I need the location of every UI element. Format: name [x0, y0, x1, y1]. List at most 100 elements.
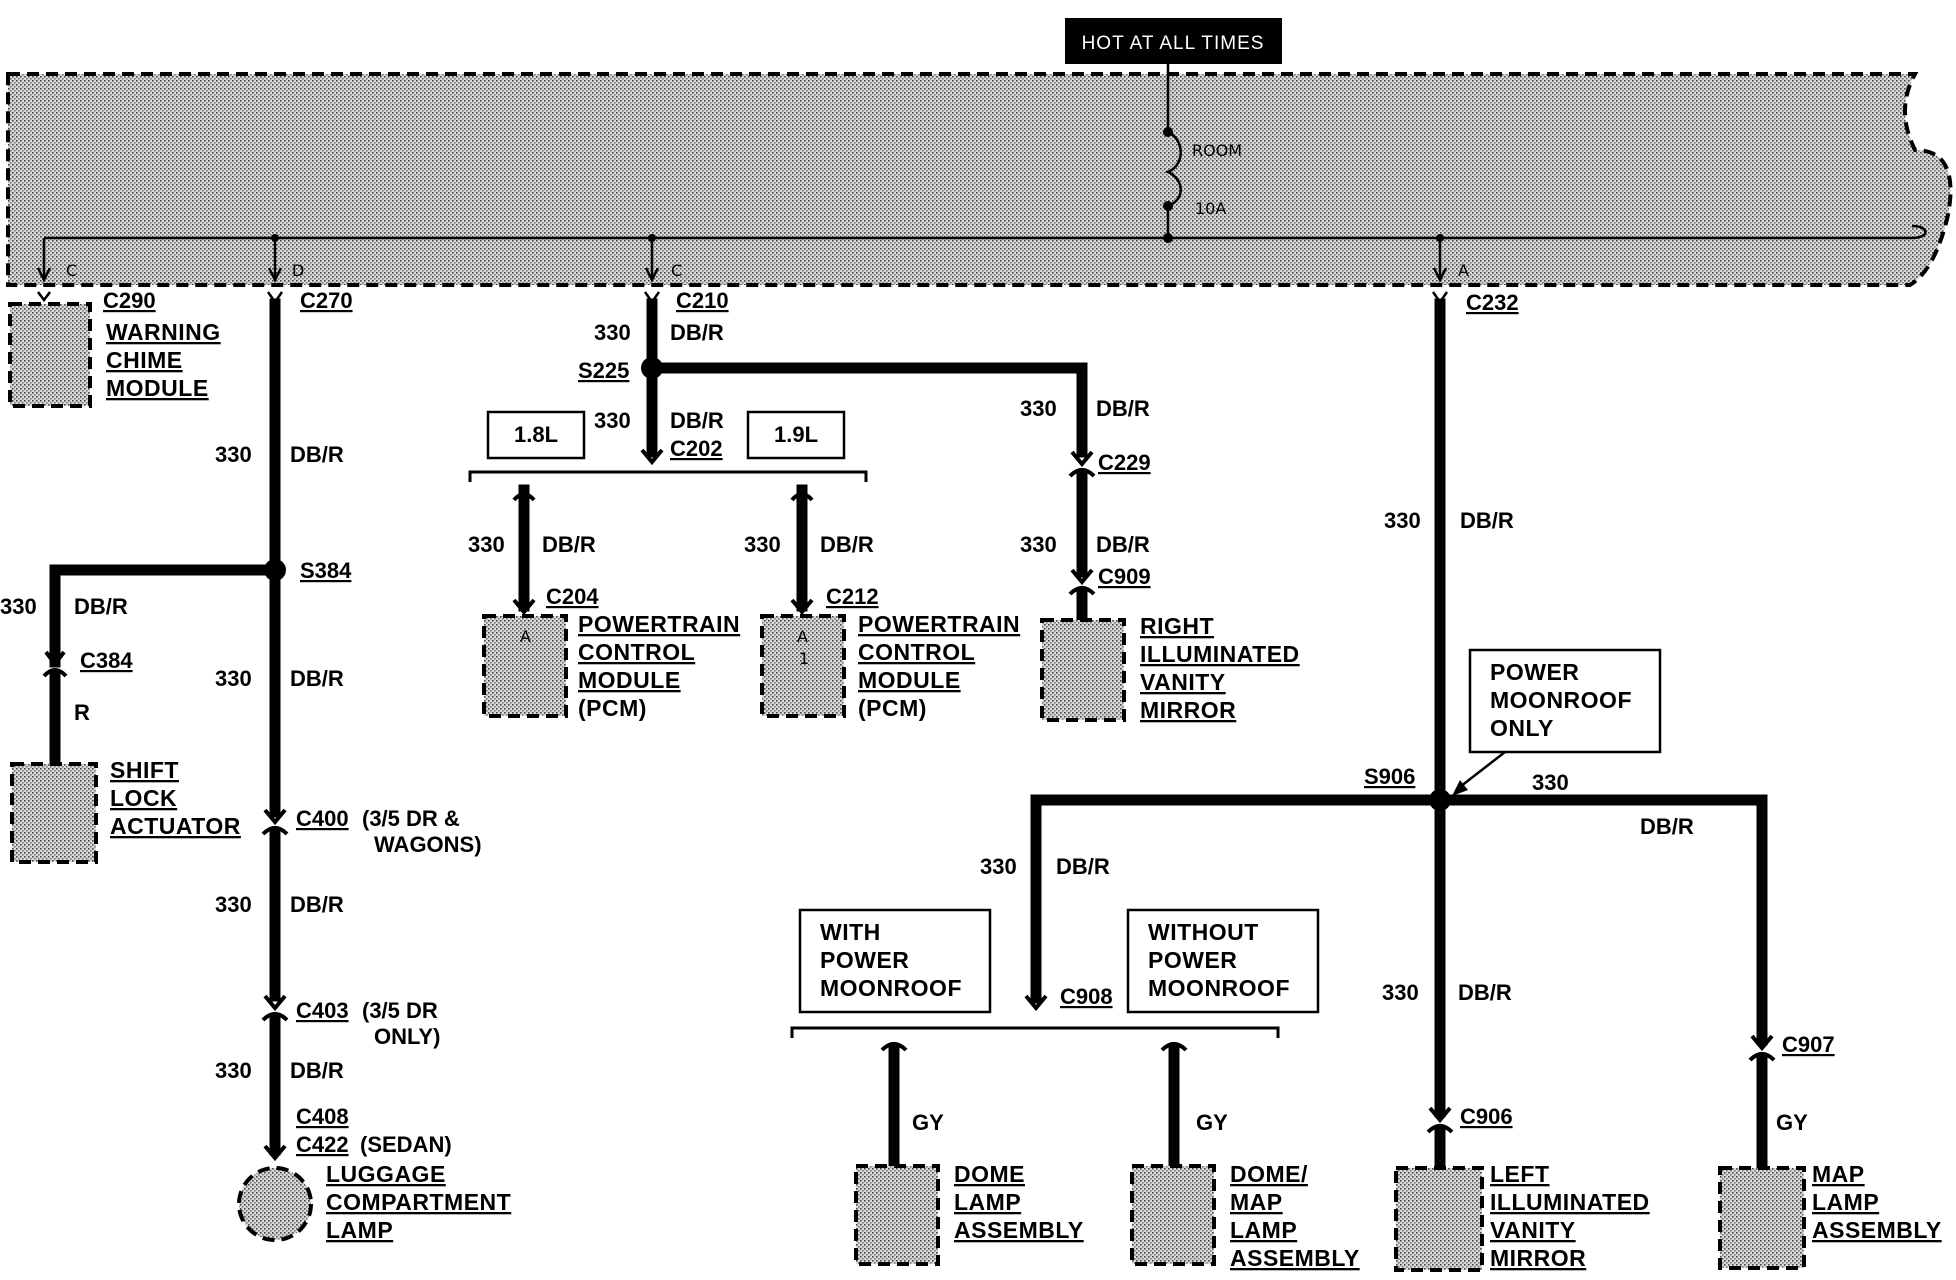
wire-circuit: 330 [215, 1058, 252, 1083]
wire-circuit: 330 [1020, 396, 1057, 421]
power-moonroof-only-3: ONLY [1490, 715, 1554, 741]
power-moonroof-only-box [1468, 648, 1662, 754]
c400-label: C400 [296, 806, 349, 831]
wire-color: DB/R [290, 442, 344, 467]
c907-label: C907 [1782, 1032, 1835, 1057]
shift-lock-label-2: LOCK [110, 785, 177, 811]
without-power-moonroof-box [1126, 908, 1320, 1014]
engine-box-1-8l [486, 410, 586, 460]
right-vanity-label-3: VANITY [1140, 669, 1226, 695]
c906-label: C906 [1460, 1104, 1513, 1129]
engine-box-1-8l-text: 1.8L [514, 422, 558, 447]
pin-d: D [292, 261, 304, 280]
s906-label: S906 [1364, 764, 1415, 789]
c229-label: C229 [1098, 450, 1151, 475]
c400-note-1: (3/5 DR & [362, 806, 460, 831]
without-power-moonroof-1: WITHOUT [1148, 919, 1259, 945]
fuse-junction-box [6, 72, 1953, 287]
fuse-symbol [1164, 130, 1182, 208]
pcm-1-pin: A [520, 627, 531, 646]
s225-label: S225 [578, 358, 629, 383]
pcm-2-pin-sub: 1 [799, 649, 809, 668]
map-lamp-label-1: MAP [1812, 1161, 1865, 1187]
wire-color: DB/R [1458, 980, 1512, 1005]
with-power-moonroof-2: POWER [820, 947, 909, 973]
wire-color: DB/R [74, 594, 128, 619]
left-vanity-label-2: ILLUMINATED [1490, 1189, 1650, 1215]
wire-circuit: 330 [980, 854, 1017, 879]
wire-circuit: 330 [594, 408, 631, 433]
wire-color: DB/R [1056, 854, 1110, 879]
warning-chime-label-1: WARNING [106, 319, 221, 345]
pin-a: A [1458, 261, 1469, 280]
wire-circuit: 330 [1020, 532, 1057, 557]
wire-s906-c908 [1030, 794, 1446, 1004]
wire-color: DB/R [290, 666, 344, 691]
wire-color: DB/R [290, 892, 344, 917]
wire-s225-c229 [646, 362, 1088, 458]
left-illuminated-vanity-mirror [1394, 1166, 1484, 1272]
wire-color: DB/R [1460, 508, 1514, 533]
without-power-moonroof-3: MOONROOF [1148, 975, 1290, 1001]
wire-color: DB/R [670, 320, 724, 345]
fuse-rating-label: 10A [1195, 199, 1226, 218]
wire-color: DB/R [1640, 814, 1694, 839]
with-power-moonroof-1: WITH [820, 919, 881, 945]
s384-label: S384 [300, 558, 352, 583]
wire-color-r: R [74, 700, 90, 725]
powertrain-control-module-1 [482, 614, 568, 718]
right-vanity-label-1: RIGHT [1140, 613, 1214, 639]
c204-label: C204 [546, 584, 599, 609]
pcm-1-label-1: POWERTRAIN [578, 611, 740, 637]
dome-lamp-assembly [854, 1164, 940, 1266]
hot-at-all-times-label: HOT AT ALL TIMES [1082, 33, 1265, 54]
map-lamp-label-3: ASSEMBLY [1812, 1217, 1942, 1243]
pcm-2-pin: A [797, 627, 808, 646]
wire-color: DB/R [290, 1058, 344, 1083]
left-vanity-label-1: LEFT [1490, 1161, 1550, 1187]
shift-lock-label-1: SHIFT [110, 757, 179, 783]
c202-label: C202 [670, 436, 723, 461]
dome-lamp-label-2: LAMP [954, 1189, 1021, 1215]
c270-label: C270 [300, 288, 353, 313]
wire-circuit: 330 [215, 666, 252, 691]
wire-color: DB/R [1096, 532, 1150, 557]
c403-note-1: (3/5 DR [362, 998, 438, 1023]
pcm-1-label-2: CONTROL [578, 639, 695, 665]
shift-lock-actuator [10, 762, 98, 864]
dome-map-lamp-label-2: MAP [1230, 1189, 1283, 1215]
pcm-1-label-4: (PCM) [578, 695, 647, 721]
dome-lamp-label-1: DOME [954, 1161, 1025, 1187]
right-illuminated-vanity-mirror [1040, 618, 1126, 722]
map-lamp-assembly [1718, 1166, 1806, 1270]
wire-s906-c907 [1434, 794, 1768, 1046]
c400-note-2: WAGONS) [374, 832, 482, 857]
with-power-moonroof-box [798, 908, 992, 1014]
luggage-lamp-label-2: COMPARTMENT [326, 1189, 511, 1215]
dome-map-lamp-label-1: DOME/ [1230, 1161, 1308, 1187]
left-vanity-label-3: VANITY [1490, 1217, 1576, 1243]
power-moonroof-only-1: POWER [1490, 659, 1579, 685]
hot-at-all-times-badge [1065, 18, 1282, 64]
pcm-2-label-3: MODULE [858, 667, 961, 693]
engine-box-1-9l-text: 1.9L [774, 422, 818, 447]
wire-circuit: 330 [594, 320, 631, 345]
dome-map-lamp-label-4: ASSEMBLY [1230, 1245, 1360, 1271]
pcm-2-label-2: CONTROL [858, 639, 975, 665]
warning-chime-module [8, 302, 92, 408]
wire-color: DB/R [1096, 396, 1150, 421]
c422-note: (SEDAN) [360, 1132, 452, 1157]
with-power-moonroof-3: MOONROOF [820, 975, 962, 1001]
luggage-lamp-label-1: LUGGAGE [326, 1161, 446, 1187]
map-lamp-label-2: LAMP [1812, 1189, 1879, 1215]
wire-circuit: 330 [744, 532, 781, 557]
wire-color: DB/R [542, 532, 596, 557]
wire-s384-c384 [49, 564, 281, 668]
left-vanity-label-4: MIRROR [1490, 1245, 1586, 1271]
c403-label: C403 [296, 998, 349, 1023]
wire-circuit: 330 [215, 442, 252, 467]
dome-map-lamp-label-3: LAMP [1230, 1217, 1297, 1243]
shift-lock-label-3: ACTUATOR [110, 813, 241, 839]
pin-c-mid: C [671, 261, 682, 280]
pin-c-left: C [66, 261, 77, 280]
